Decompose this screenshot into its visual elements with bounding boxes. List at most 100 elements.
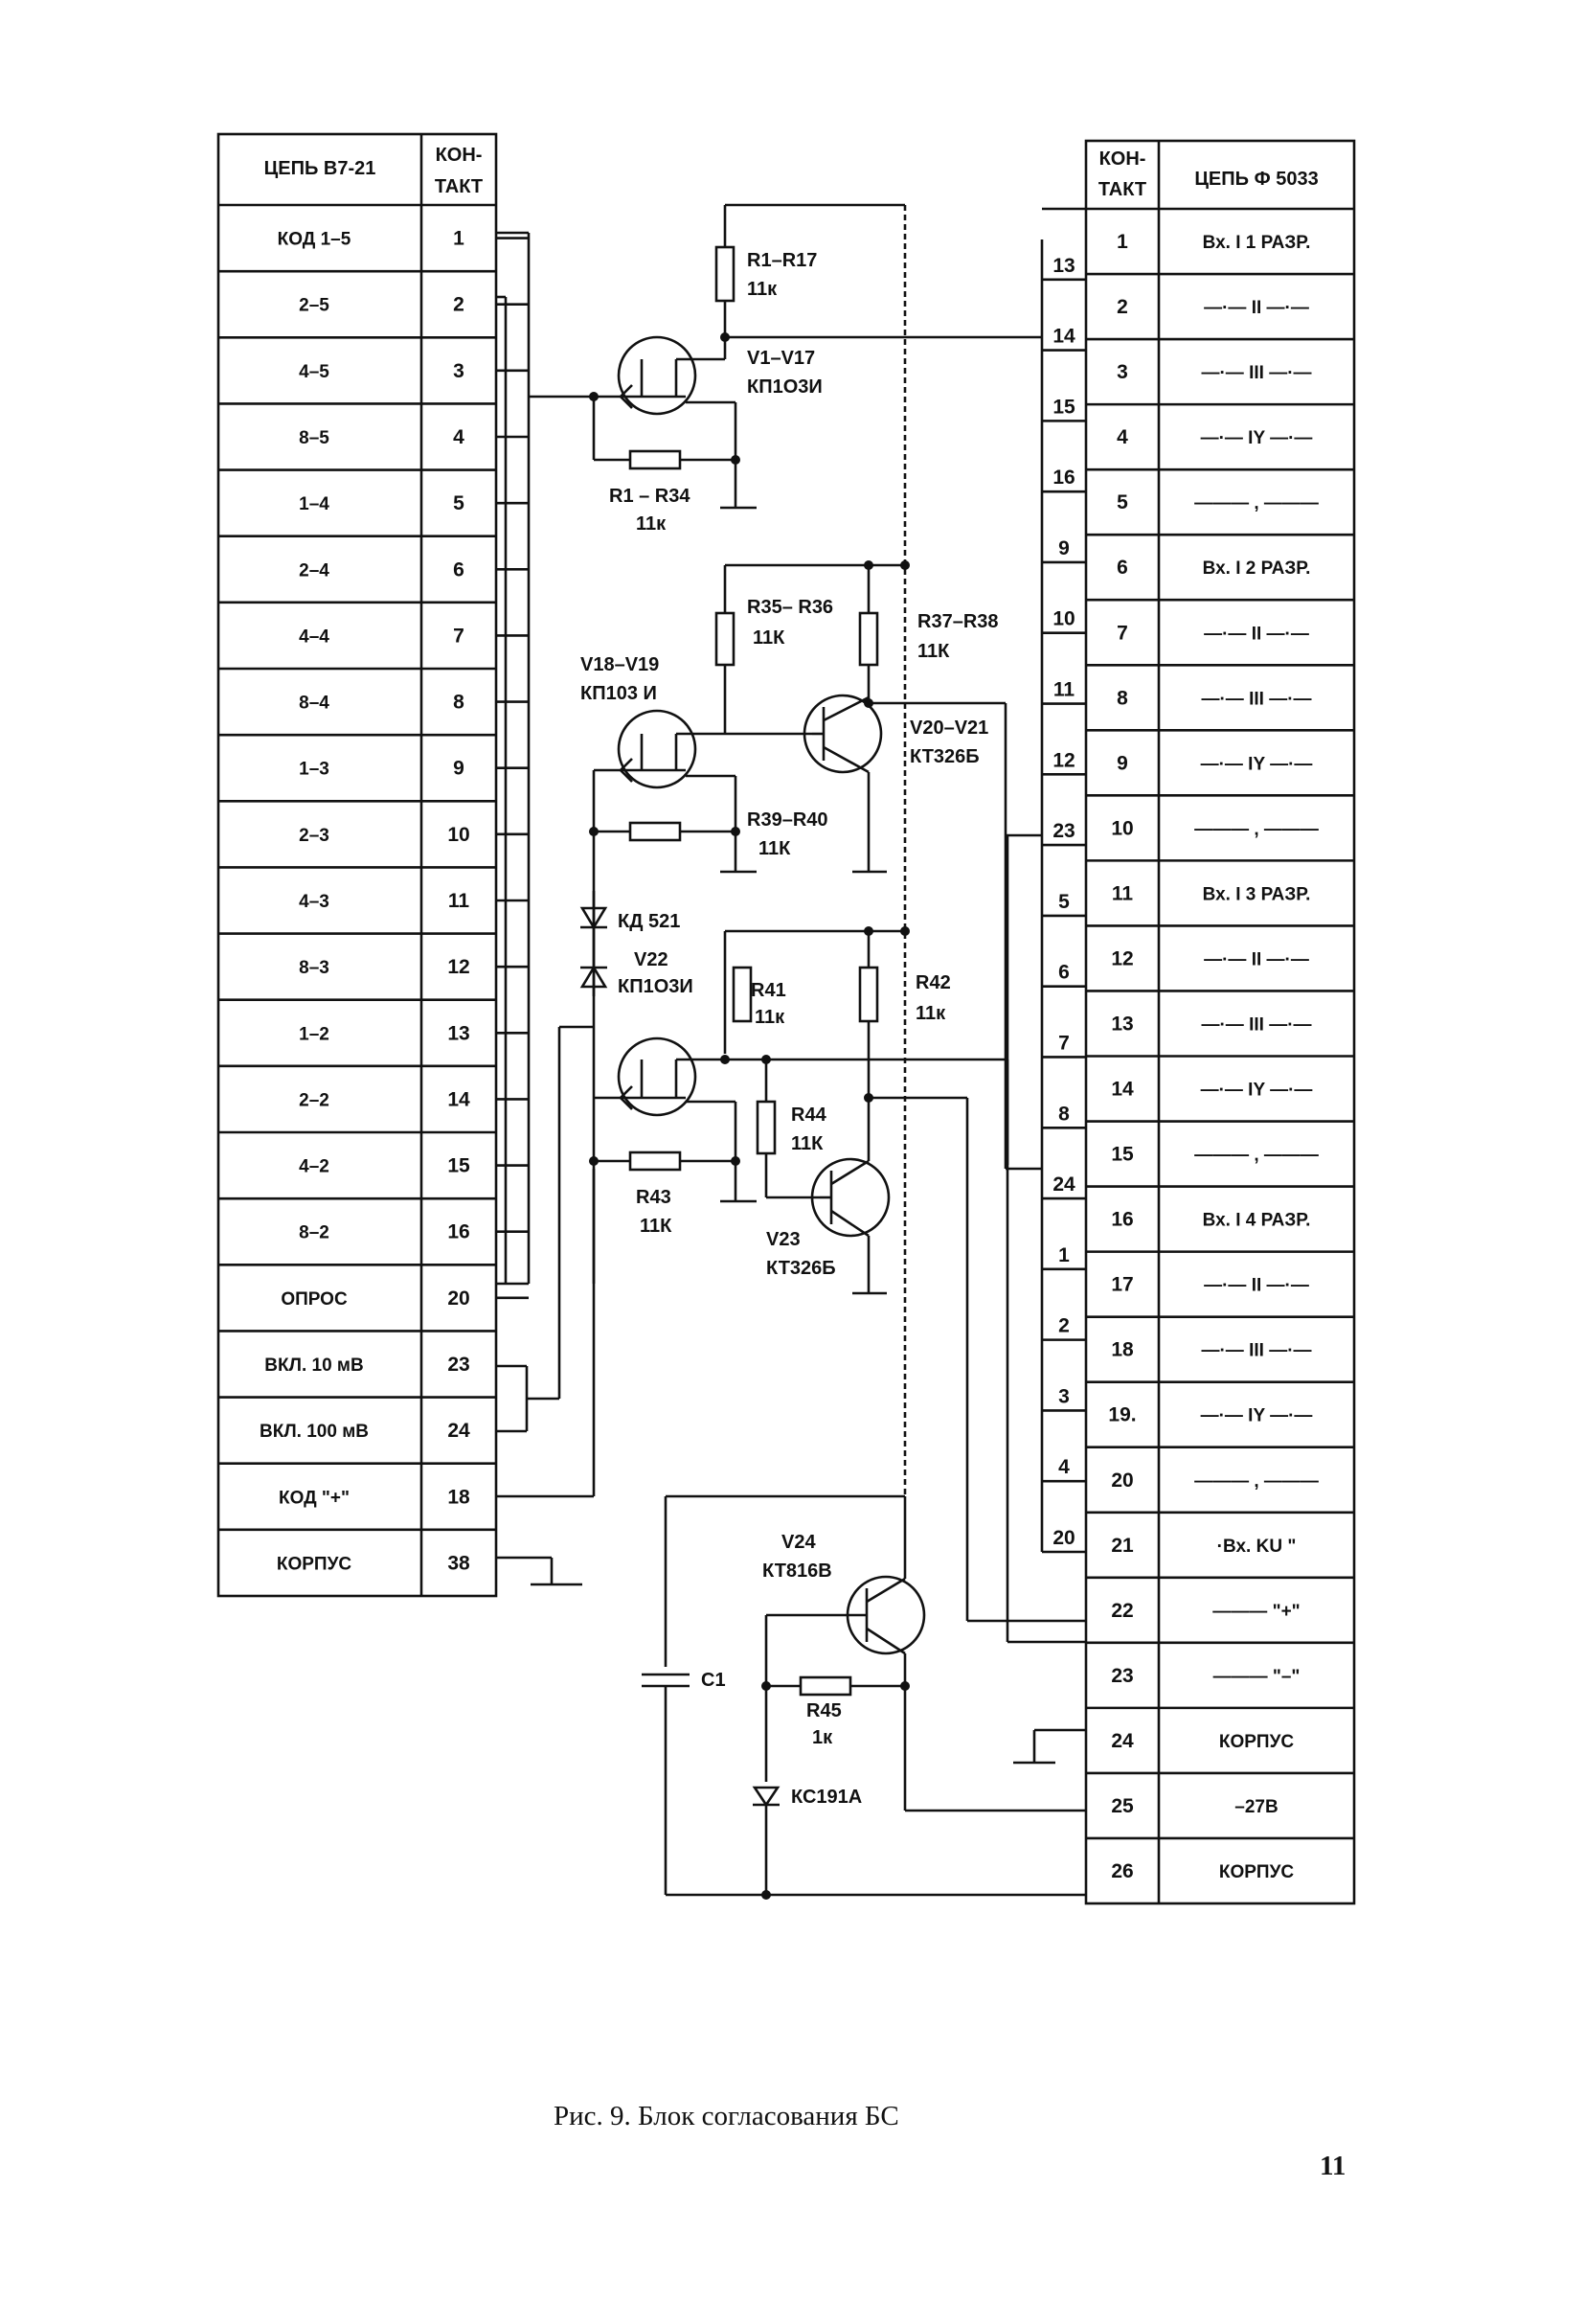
right-row-circuit: —·— IY —·— — [1201, 428, 1313, 448]
right-row-circuit: —·— II —·— — [1204, 298, 1309, 318]
right-row-contact: 3 — [1117, 361, 1128, 383]
right-row-circuit: ——— "+" — [1212, 1602, 1300, 1622]
right-row-circuit: ——— "–" — [1213, 1667, 1301, 1687]
right-row-circuit: —·— III —·— — [1201, 363, 1311, 383]
r41-value: 11к — [755, 1007, 785, 1028]
wire-number: 2 — [1058, 1315, 1070, 1337]
right-row-contact: 2 — [1117, 296, 1128, 318]
left-row-contact: 3 — [453, 360, 464, 382]
left-row-contact: 23 — [447, 1354, 469, 1376]
left-row-circuit: КОД 1–5 — [278, 230, 351, 250]
wire-number: 3 — [1058, 1385, 1070, 1407]
r42-resistor — [858, 966, 879, 1023]
right-row-contact: 26 — [1111, 1860, 1133, 1882]
r37-r38-label: R37–R38 — [917, 611, 999, 632]
r1-r17-resistor — [714, 245, 735, 303]
left-row-circuit: 2–5 — [299, 296, 329, 316]
v24-type: КТ816В — [762, 1561, 832, 1582]
left-row-circuit: 4–2 — [299, 1157, 329, 1177]
v18-v19-type: КП103 И — [580, 683, 657, 704]
r1-r17-label: R1–R17 — [747, 250, 817, 271]
right-row-circuit: КОРПУС — [1219, 1732, 1295, 1752]
right-row-contact: 9 — [1117, 752, 1128, 774]
left-row-contact: 13 — [447, 1022, 469, 1044]
right-row-circuit: —·— IY —·— — [1201, 1081, 1313, 1101]
right-row-contact: 10 — [1111, 817, 1133, 839]
r45-resistor — [799, 1675, 852, 1697]
v22-type: КП1О3И — [618, 976, 693, 997]
left-row-circuit: 2–2 — [299, 1090, 329, 1110]
r42-label: R42 — [916, 972, 951, 993]
left-row-circuit: 4–3 — [299, 892, 329, 912]
left-row-contact: 6 — [453, 558, 464, 581]
left-row-circuit: ВКЛ. 100 мВ — [260, 1422, 369, 1442]
left-row-contact: 38 — [447, 1552, 470, 1574]
right-row-contact: 12 — [1111, 947, 1133, 969]
r43-label: R43 — [636, 1187, 671, 1208]
v20-v21-transistor-icon — [803, 694, 883, 774]
right-row-circuit: ——— , ——— — [1194, 1146, 1319, 1166]
right-row-circuit: ——— , ——— — [1194, 819, 1319, 839]
v22-transistor-icon — [617, 1037, 697, 1117]
left-header-contact-line2: ТАКТ — [435, 176, 483, 197]
left-row-circuit: 8–3 — [299, 958, 329, 978]
right-header-circuit: ЦЕПЬ Ф 5033 — [1194, 169, 1318, 190]
left-input-bus — [496, 231, 531, 1286]
kc191a-label: КС191А — [791, 1787, 862, 1808]
right-row-circuit: —·— II —·— — [1204, 1276, 1309, 1296]
left-row-circuit: ОПРОС — [281, 1289, 348, 1310]
wire-number: 11 — [1053, 679, 1075, 701]
left-row-contact: 20 — [447, 1287, 469, 1310]
left-row-contact: 16 — [447, 1221, 469, 1243]
wire-number: 14 — [1052, 326, 1075, 348]
left-row-circuit: 8–4 — [299, 694, 329, 714]
left-row-contact: 24 — [447, 1420, 470, 1442]
r1-r17-value: 11к — [747, 279, 778, 300]
v20-v21-type: КТ326Б — [910, 746, 980, 767]
wire-number: 10 — [1052, 608, 1075, 630]
r45-value: 1к — [812, 1727, 833, 1748]
range-switch-wires — [496, 891, 596, 1498]
right-row-contact: 20 — [1111, 1470, 1133, 1492]
left-row-contact: 8 — [453, 692, 464, 714]
v23-type: КТ326Б — [766, 1258, 836, 1279]
wire-number: 24 — [1052, 1173, 1075, 1196]
right-row-circuit: —·— IY —·— — [1201, 1406, 1313, 1426]
power-stage: С1 V24 КТ816В R45 1к КС191А — [496, 1494, 1086, 1900]
wire-number: 12 — [1052, 749, 1075, 771]
wire-number: 4 — [1058, 1456, 1070, 1478]
r43-resistor — [628, 1151, 682, 1172]
r37-r38-value: 11К — [917, 641, 950, 662]
left-row-circuit: 8–2 — [299, 1223, 329, 1243]
left-row-contact: 11 — [448, 890, 470, 912]
right-row-contact: 22 — [1111, 1600, 1133, 1622]
right-row-contact: 23 — [1111, 1665, 1133, 1687]
r35-r36-label: R35– R36 — [747, 597, 833, 618]
v1-v17-transistor-icon — [617, 335, 697, 416]
wire-number: 1 — [1058, 1244, 1070, 1266]
v18-v19-label: V18–V19 — [580, 654, 659, 675]
left-row-circuit: КОРПУС — [277, 1554, 352, 1574]
right-row-contact: 11 — [1112, 882, 1134, 904]
r44-resistor — [756, 1100, 777, 1155]
right-row-contact: 1 — [1117, 231, 1128, 253]
stage-1-input-transistor: R1–R17 11к V1–V17 КП1О3И R1 – R34 11к — [529, 203, 1042, 535]
right-row-contact: 4 — [1117, 426, 1128, 448]
right-row-contact: 24 — [1111, 1730, 1134, 1752]
right-row-contact: 17 — [1111, 1274, 1133, 1296]
r39-r40-label: R39–R40 — [747, 809, 828, 831]
stage-3: R41 11к R42 11к R44 11К R43 11К — [589, 926, 1086, 1644]
right-row-contact: 16 — [1111, 1209, 1133, 1231]
right-row-circuit: Вх. I 2 РАЗР. — [1203, 558, 1311, 579]
right-row-circuit: ——— , ——— — [1194, 493, 1319, 513]
right-side-jumpers — [1004, 835, 1042, 1171]
left-row-circuit: 4–5 — [299, 362, 329, 382]
wire-number: 16 — [1052, 467, 1075, 489]
right-row-circuit: —·— III —·— — [1201, 1014, 1311, 1035]
right-row-circuit: Вх. I 4 РАЗР. — [1203, 1211, 1311, 1231]
r43-value: 11К — [640, 1216, 672, 1237]
left-row-circuit: КОД "+" — [279, 1488, 350, 1508]
